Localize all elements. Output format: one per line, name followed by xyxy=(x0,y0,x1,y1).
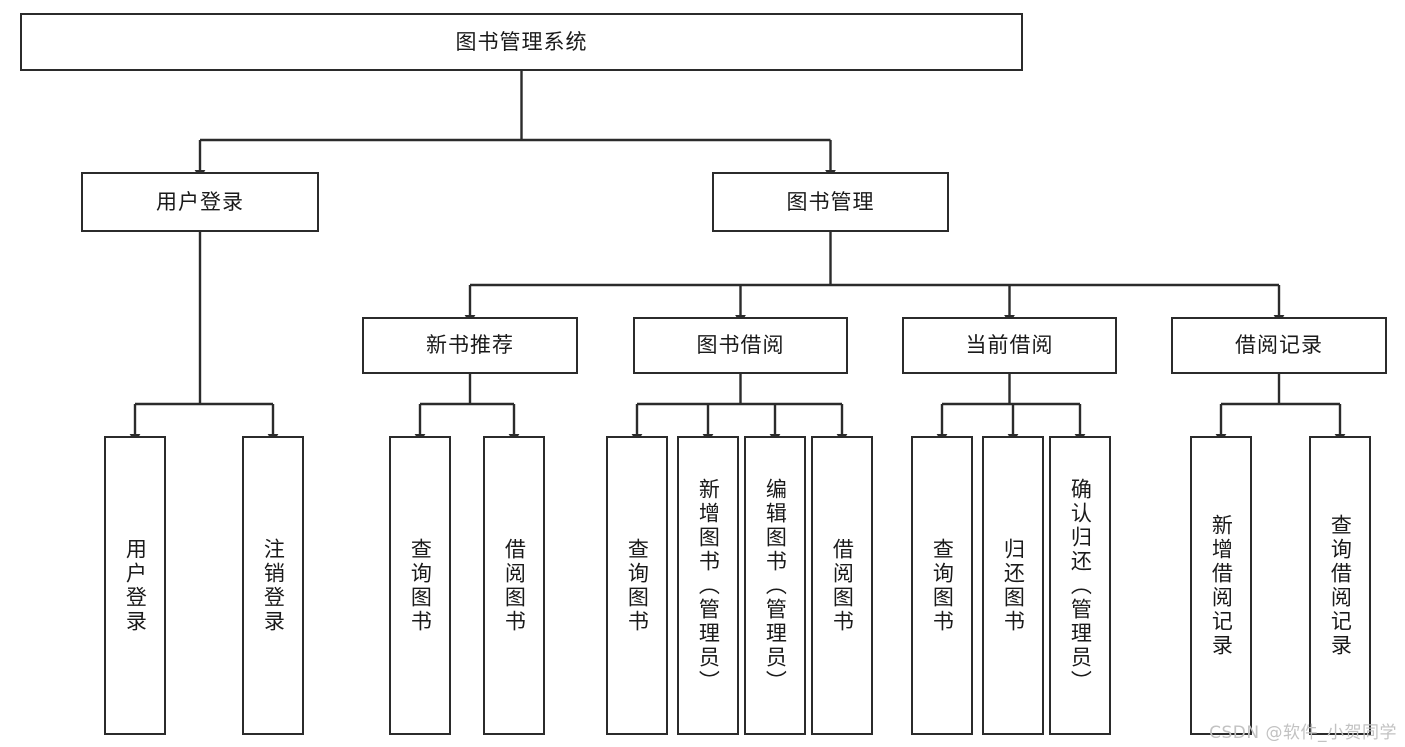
node-leaf-edit-book[interactable]: 编辑图书（管理员） xyxy=(744,436,806,735)
node-label: 借阅图书 xyxy=(830,537,855,634)
node-borrow-record[interactable]: 借阅记录 xyxy=(1171,317,1387,374)
node-leaf-query-book-borrow[interactable]: 查询图书 xyxy=(606,436,668,735)
node-label: 图书管理 xyxy=(786,189,875,214)
node-label: 归还图书 xyxy=(1001,537,1026,634)
node-book-borrow[interactable]: 图书借阅 xyxy=(633,317,848,374)
node-leaf-borrow-book-rec[interactable]: 借阅图书 xyxy=(483,436,545,735)
node-label: 新增图书（管理员） xyxy=(696,477,721,694)
node-label: 查询图书 xyxy=(408,537,433,634)
node-label: 注销登录 xyxy=(261,537,286,634)
node-user-login[interactable]: 用户登录 xyxy=(81,172,319,232)
node-leaf-query-record[interactable]: 查询借阅记录 xyxy=(1309,436,1371,735)
node-leaf-query-book-rec[interactable]: 查询图书 xyxy=(389,436,451,735)
node-label: 图书借阅 xyxy=(696,333,785,358)
node-leaf-confirm-return[interactable]: 确认归还（管理员） xyxy=(1049,436,1111,735)
node-label: 确认归还（管理员） xyxy=(1068,477,1093,694)
node-leaf-add-book[interactable]: 新增图书（管理员） xyxy=(677,436,739,735)
node-new-book-recommend[interactable]: 新书推荐 xyxy=(362,317,578,374)
connector-paths xyxy=(129,71,1346,443)
node-label: 新书推荐 xyxy=(426,333,514,358)
node-book-management[interactable]: 图书管理 xyxy=(712,172,949,232)
node-leaf-add-record[interactable]: 新增借阅记录 xyxy=(1190,436,1252,735)
node-label: 借阅记录 xyxy=(1235,333,1323,358)
node-leaf-logout[interactable]: 注销登录 xyxy=(242,436,304,735)
node-leaf-return-book[interactable]: 归还图书 xyxy=(982,436,1044,735)
node-label: 借阅图书 xyxy=(502,537,527,634)
node-label: 新增借阅记录 xyxy=(1209,513,1234,658)
node-leaf-query-book-current[interactable]: 查询图书 xyxy=(911,436,973,735)
node-label: 编辑图书（管理员） xyxy=(763,477,788,694)
node-label: 查询图书 xyxy=(625,537,650,634)
node-current-borrow[interactable]: 当前借阅 xyxy=(902,317,1117,374)
node-leaf-borrow-book[interactable]: 借阅图书 xyxy=(811,436,873,735)
node-label: 查询图书 xyxy=(930,537,955,634)
node-label: 查询借阅记录 xyxy=(1328,513,1353,658)
node-label: 图书管理系统 xyxy=(455,29,588,54)
node-label: 当前借阅 xyxy=(965,333,1054,358)
node-label: 用户登录 xyxy=(156,189,244,214)
node-label: 用户登录 xyxy=(123,537,148,634)
watermark-label: CSDN @软件_小贺同学 xyxy=(1209,723,1397,743)
node-root[interactable]: 图书管理系统 xyxy=(20,13,1023,71)
node-leaf-user-login[interactable]: 用户登录 xyxy=(104,436,166,735)
